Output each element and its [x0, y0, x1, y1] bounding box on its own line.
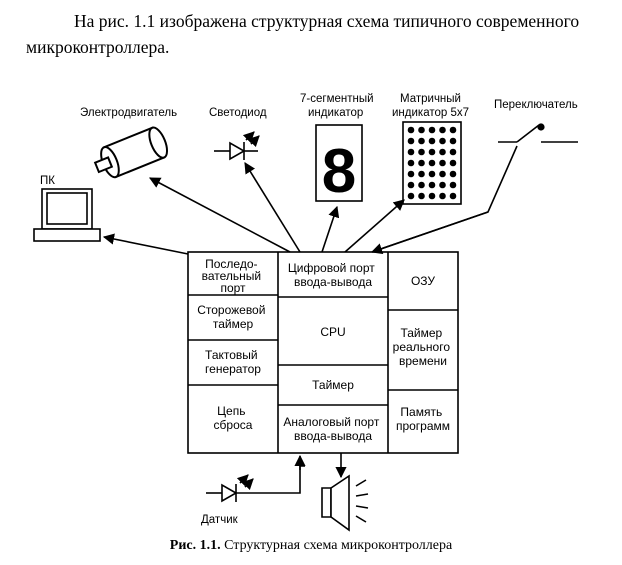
- sensor-label: Датчик: [201, 514, 239, 526]
- matrix-dot: [439, 170, 446, 178]
- matrix-dot: [418, 181, 425, 189]
- matrix-dot: [418, 192, 425, 200]
- arrow-to-matrix: [344, 199, 405, 253]
- matrix-dot: [449, 159, 457, 167]
- seg-label-1: 7-сегментный: [300, 93, 374, 105]
- matrix-dot: [449, 148, 457, 156]
- matrix-dot: [439, 192, 446, 200]
- matrix-dot: [449, 192, 457, 200]
- microcontroller-block: [187, 251, 459, 454]
- matrix-dot: [439, 159, 446, 167]
- block-cpu: CPU: [320, 325, 345, 339]
- arrow-to-seg: [321, 205, 340, 253]
- led-icon: [214, 131, 260, 161]
- caption-text: Структурная схема микроконтроллера: [224, 538, 453, 553]
- matrix-dot: [449, 137, 457, 145]
- arrow-to-pc: [102, 233, 189, 255]
- matrix-dot: [428, 148, 436, 156]
- matrix-dot: [428, 192, 436, 200]
- matrix-dot: [407, 148, 415, 156]
- matrix-dot: [449, 126, 457, 134]
- block-ram: ОЗУ: [411, 274, 435, 288]
- block-reset-circuit: Цепь сброса: [214, 404, 253, 432]
- matrix-dot: [418, 159, 425, 167]
- seg-digit: 8: [322, 137, 356, 206]
- matrix-dot: [428, 181, 436, 189]
- block-rtc: Таймер реального времени: [393, 326, 454, 368]
- matrix-dot: [418, 148, 425, 156]
- pc-label: ПК: [40, 175, 55, 187]
- seven-segment-icon: 8: [315, 124, 363, 206]
- arrow-to-motor: [149, 177, 291, 253]
- matrix-dot: [449, 170, 457, 178]
- arrow-to-led: [244, 162, 301, 253]
- led-label: Светодиод: [209, 107, 267, 119]
- matrix-dot: [407, 192, 415, 200]
- sensor-icon: [206, 474, 258, 503]
- matrix-dot: [418, 170, 425, 178]
- matrix-dot: [407, 159, 415, 167]
- matrix-dot: [418, 126, 425, 134]
- matrix-dot: [439, 148, 446, 156]
- motor-icon: [93, 126, 169, 179]
- block-watchdog: Сторожевой таймер: [197, 303, 269, 331]
- arrow-from-sensor: [258, 465, 305, 494]
- block-analog-io: Аналоговый порт ввода-вывода: [283, 415, 382, 443]
- block-clock-generator: Тактовый генератор: [205, 348, 261, 376]
- matrix-dot: [428, 137, 436, 145]
- matrix-dot: [407, 137, 415, 145]
- matrix-dot: [449, 181, 457, 189]
- connection-arrows: [102, 145, 518, 494]
- matrix-dot: [428, 170, 436, 178]
- block-serial-port: Последо- вательный порт: [202, 257, 265, 295]
- matrix-dot: [407, 126, 415, 134]
- matrix-dot: [439, 126, 446, 134]
- block-digital-io: Цифровой порт ввода-вывода: [288, 261, 378, 289]
- figure-caption: Рис. 1.1. Структурная схема микроконтрол…: [0, 538, 622, 554]
- matrix-indicator-icon: [402, 121, 462, 205]
- matrix-label-1: Матричный: [400, 93, 461, 105]
- block-timer: Таймер: [312, 378, 354, 392]
- matrix-dot: [418, 137, 425, 145]
- pc-icon: [33, 188, 101, 242]
- matrix-dot: [428, 159, 436, 167]
- block-program-memory: Память программ: [396, 405, 450, 433]
- matrix-dot: [407, 181, 415, 189]
- switch-label: Переключатель: [494, 99, 578, 111]
- seg-label-2: индикатор: [308, 107, 363, 119]
- matrix-label-2: индикатор 5x7: [392, 107, 469, 119]
- matrix-dot: [439, 137, 446, 145]
- speaker-icon: [321, 474, 369, 532]
- matrix-dot: [428, 126, 436, 134]
- intro-paragraph: На рис. 1.1 изображена структурная схема…: [26, 11, 580, 57]
- matrix-dot: [439, 181, 446, 189]
- caption-number: Рис. 1.1.: [169, 538, 221, 553]
- switch-icon: [498, 123, 578, 143]
- matrix-dot: [407, 170, 415, 178]
- motor-label: Электродвигатель: [80, 107, 177, 119]
